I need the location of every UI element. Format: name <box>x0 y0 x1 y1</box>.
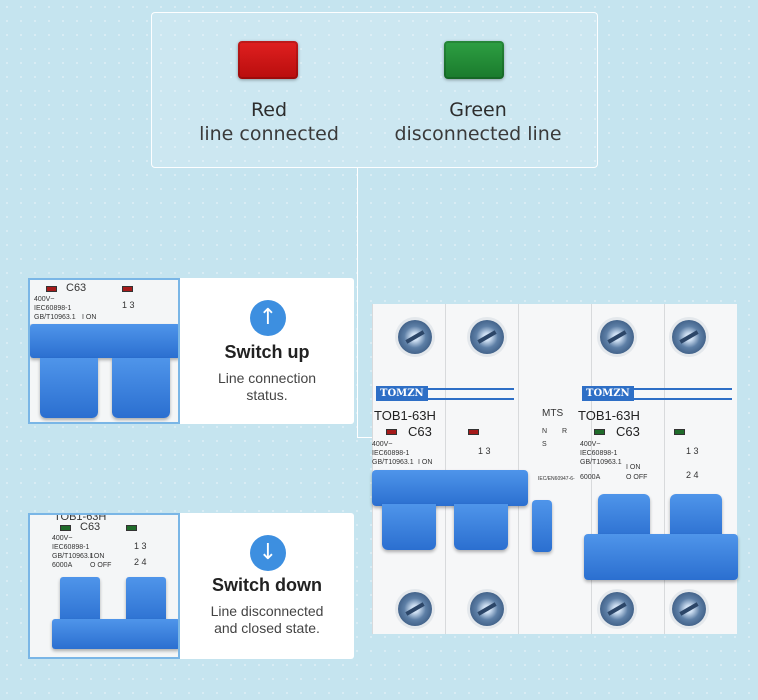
breaker-standard1-right: IEC60898-1 <box>580 450 618 457</box>
arrow-up-icon: ↑ <box>250 300 286 336</box>
switch-up-title: Switch up <box>224 342 310 362</box>
mts-standard: IEC/EN60947-6- <box>538 476 575 482</box>
breaker-model-right: TOB1-63H <box>578 408 640 423</box>
mts-label: MTS <box>542 408 564 419</box>
breaker-pole <box>372 304 445 634</box>
green-indicator <box>126 525 137 531</box>
breaker-capacity: 6000A <box>580 474 601 481</box>
red-indicator <box>468 429 479 435</box>
switch-down-title: Switch down <box>212 575 322 595</box>
switch-up-card: C63 400V~ IEC60898-1 GB/T10963.1 I ON 1 … <box>28 278 354 424</box>
switch-down-thumbnail: TOB1-63H C63 400V~ IEC60898-1 GB/T10963.… <box>28 513 180 659</box>
thumb-standard1: IEC60898-1 <box>34 305 72 312</box>
thumb-off: O OFF <box>90 562 112 569</box>
switch-down-desc-1: Line disconnected <box>210 603 324 619</box>
breaker-handle-down <box>584 534 738 580</box>
breaker-toggle <box>598 494 650 540</box>
breaker-toggle <box>670 494 722 540</box>
breaker-marks: 1 3 <box>478 446 491 456</box>
brand-stripe <box>596 388 732 400</box>
breaker-toggle <box>60 577 100 625</box>
terminal-screw-icon <box>672 320 706 354</box>
thumb-on: I ON <box>82 314 97 321</box>
breaker-handle-down <box>52 619 178 649</box>
legend-green-title: Green <box>449 99 507 121</box>
thumb-standard1: IEC60898-1 <box>52 544 90 551</box>
switch-up-desc-2: status. <box>246 387 288 403</box>
breaker-pole <box>445 304 518 634</box>
breaker-rating: C63 <box>408 424 432 439</box>
indicator-legend: Red line connected Green disconnected li… <box>151 12 598 168</box>
mts-n: N <box>542 428 548 435</box>
breaker-standard2-right: GB/T10963.1 <box>580 459 622 466</box>
mts-linkage <box>532 500 552 552</box>
red-indicator <box>46 286 57 292</box>
breaker-toggle <box>454 504 508 550</box>
breaker-on-right: I ON <box>626 464 641 471</box>
breaker-marks-right: 1 3 <box>686 446 699 456</box>
thumb-capacity: 6000A <box>52 562 73 569</box>
thumb-rating: C63 <box>80 521 101 533</box>
terminal-screw-icon <box>672 592 706 626</box>
terminal-screw-icon <box>398 320 432 354</box>
legend-red-desc: line connected <box>199 123 339 145</box>
arrow-down-icon: ↓ <box>250 535 286 571</box>
breaker-voltage-right: 400V~ <box>580 441 601 448</box>
thumb-marks-2: 2 4 <box>134 557 147 567</box>
circuit-breaker-illustration: TOMZN TOMZN TOB1-63H C63 400V~ IEC60898-… <box>372 304 738 634</box>
terminal-screw-icon <box>470 592 504 626</box>
mts-r: R <box>562 428 568 435</box>
terminal-screw-icon <box>600 592 634 626</box>
brand-logo: TOMZN <box>582 386 634 401</box>
connector-line <box>357 168 358 438</box>
thumb-voltage: 400V~ <box>34 296 55 303</box>
breaker-model: TOB1-63H <box>374 408 436 423</box>
thumb-standard2: GB/T10963.1 <box>34 314 76 321</box>
breaker-toggle <box>382 504 436 550</box>
breaker-toggle <box>112 358 170 418</box>
green-indicator <box>674 429 685 435</box>
red-indicator <box>122 286 133 292</box>
breaker-rating-right: C63 <box>616 424 640 439</box>
breaker-toggle <box>40 358 98 418</box>
switch-down-desc-2: and closed state. <box>214 620 320 636</box>
switch-up-desc-1: Line connection <box>217 370 317 386</box>
thumb-marks: 1 3 <box>134 541 147 551</box>
switch-down-card: TOB1-63H C63 400V~ IEC60898-1 GB/T10963.… <box>28 513 354 659</box>
legend-green-desc: disconnected line <box>394 123 562 145</box>
thumb-rating: C63 <box>66 282 87 294</box>
breaker-toggle <box>126 577 166 625</box>
thumb-model: TOB1-63H <box>54 513 107 523</box>
breaker-standard2: GB/T10963.1 <box>372 459 414 466</box>
thumb-marks: 1 3 <box>122 300 135 310</box>
breaker-pole-mts <box>518 304 591 634</box>
terminal-screw-icon <box>600 320 634 354</box>
thumb-voltage: 400V~ <box>52 535 73 542</box>
terminal-screw-icon <box>470 320 504 354</box>
legend-red-title: Red <box>250 99 288 121</box>
brand-logo: TOMZN <box>376 386 428 401</box>
terminal-screw-icon <box>398 592 432 626</box>
breaker-standard1: IEC60898-1 <box>372 450 410 457</box>
green-indicator <box>60 525 71 531</box>
red-indicator-swatch <box>238 41 298 79</box>
connector-line-horizontal <box>357 437 372 438</box>
breaker-handle-up <box>30 324 178 358</box>
green-indicator-swatch <box>444 41 504 79</box>
mts-s: S <box>542 441 547 448</box>
thumb-standard2: GB/T10963.1 <box>52 553 94 560</box>
breaker-handle-up <box>372 470 528 506</box>
breaker-marks-right-2: 2 4 <box>686 470 699 480</box>
red-indicator <box>386 429 397 435</box>
green-indicator <box>594 429 605 435</box>
breaker-voltage: 400V~ <box>372 441 393 448</box>
switch-up-thumbnail: C63 400V~ IEC60898-1 GB/T10963.1 I ON 1 … <box>28 278 180 424</box>
brand-stripe <box>378 388 514 400</box>
breaker-on: I ON <box>418 459 433 466</box>
breaker-pole <box>664 304 737 634</box>
breaker-off: O OFF <box>626 474 648 481</box>
thumb-on: I ON <box>90 553 105 560</box>
